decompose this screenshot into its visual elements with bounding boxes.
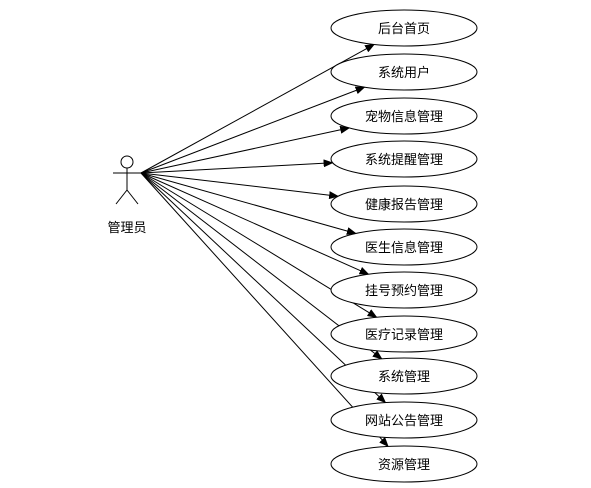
actor-head <box>120 155 134 169</box>
use-case: 系统用户 <box>330 53 478 91</box>
use-cases: 后台首页系统用户宠物信息管理系统提醒管理健康报告管理医生信息管理挂号预约管理医疗… <box>330 9 478 483</box>
use-case-ellipse <box>330 140 478 178</box>
use-case-label: 后台首页 <box>378 22 430 37</box>
use-case-label: 宠物信息管理 <box>365 109 443 125</box>
use-case-ellipse <box>330 315 478 353</box>
association-arrow <box>140 86 366 174</box>
associations <box>140 43 389 448</box>
use-case-label: 资源管理 <box>378 458 430 473</box>
use-case: 网站公告管理 <box>330 401 478 439</box>
actor-label: 管理员 <box>107 221 146 236</box>
use-case: 挂号预约管理 <box>330 271 478 309</box>
actor-left-leg <box>115 189 128 205</box>
actor: 管理员 <box>107 155 147 236</box>
association-arrow <box>140 172 389 448</box>
use-case-label: 健康报告管理 <box>365 197 443 213</box>
use-case: 系统提醒管理 <box>330 140 478 178</box>
use-case: 后台首页 <box>330 9 478 47</box>
use-case-ellipse <box>330 445 478 483</box>
use-case-ellipse <box>330 271 478 309</box>
use-case-ellipse <box>330 228 478 266</box>
use-case-label: 系统用户 <box>378 65 430 81</box>
use-case-ellipse <box>330 357 478 395</box>
association-arrow <box>140 172 357 235</box>
use-case-label: 挂号预约管理 <box>365 284 443 299</box>
use-case-label: 医疗记录管理 <box>365 328 443 343</box>
actor-right-leg <box>126 189 139 205</box>
use-case: 系统管理 <box>330 357 478 395</box>
use-case: 医疗记录管理 <box>330 315 478 353</box>
use-case: 健康报告管理 <box>330 185 478 223</box>
use-case-ellipse <box>330 185 478 223</box>
use-case-ellipse <box>330 97 478 135</box>
use-case-ellipse <box>330 53 478 91</box>
association-arrow <box>140 172 387 404</box>
use-case-ellipse <box>330 9 478 47</box>
use-case-label: 系统提醒管理 <box>365 152 443 168</box>
association-arrow <box>140 172 340 200</box>
use-case: 医生信息管理 <box>330 228 478 266</box>
use-case-label: 医生信息管理 <box>365 240 443 256</box>
association-arrow <box>140 172 370 275</box>
use-case: 资源管理 <box>330 445 478 483</box>
use-case-label: 网站公告管理 <box>365 414 443 429</box>
use-case: 宠物信息管理 <box>330 97 478 135</box>
use-case-label: 系统管理 <box>378 370 430 385</box>
association-arrow <box>140 125 351 174</box>
use-case-ellipse <box>330 401 478 439</box>
association-arrow <box>140 159 334 174</box>
